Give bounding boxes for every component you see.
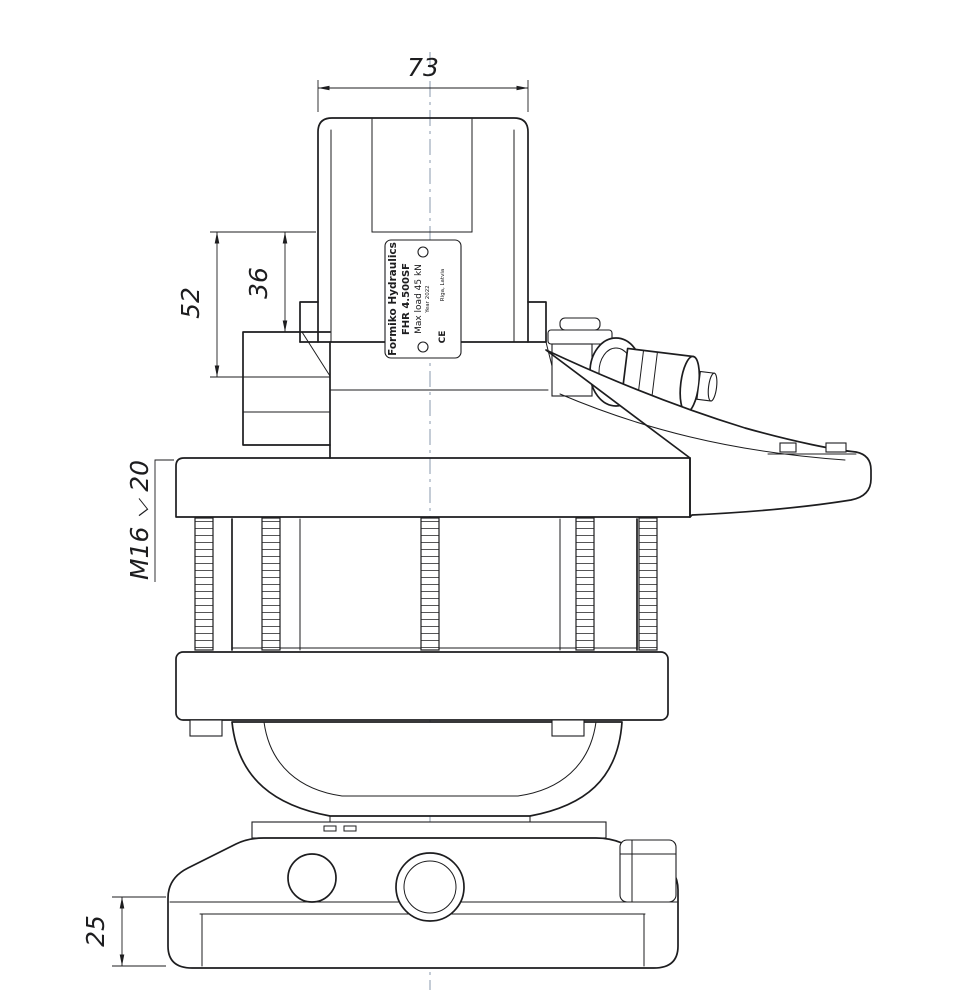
nameplate-model: FHR 4.500SF (401, 263, 412, 335)
threaded-studs (194, 517, 658, 651)
dim-left-inner-label: 36 (244, 267, 273, 299)
nameplate-year: Year 2022 (425, 285, 431, 313)
rotator-barrel (194, 517, 658, 651)
ce-mark: CE (438, 331, 448, 344)
nameplate-screw-bottom (417, 341, 429, 353)
nameplate-screw-top (417, 246, 429, 258)
nameplate-max-load: Max load 45 kN (414, 264, 424, 334)
dim-top-width: 73 (317, 53, 529, 112)
rotator-body: Formiko Hydraulics FHR 4.500SF Max load … (167, 117, 872, 969)
nameplate-address: Riga, Latvia (440, 269, 446, 301)
link-arm (545, 349, 872, 518)
lower-housing (189, 719, 623, 823)
dim-base-height-label: 25 (81, 915, 110, 947)
dimension-annotations: 73 52 36 M16 ⌵ 20 25 (81, 53, 529, 967)
dim-base-height: 25 (81, 896, 166, 967)
nameplate-brand: Formiko Hydraulics (387, 242, 399, 356)
dim-top-width-label: 73 (407, 53, 439, 82)
base-right-fitting (619, 839, 677, 903)
nameplate: Formiko Hydraulics FHR 4.500SF Max load … (384, 239, 462, 359)
left-port-block (242, 331, 331, 459)
dim-left-inner: 36 (244, 232, 310, 333)
base-hole-left (287, 853, 337, 903)
thread-callout-label: M16 ⌵ 20 (125, 460, 154, 580)
dim-left-outer: 52 (176, 231, 330, 378)
base-hole-center (395, 852, 465, 922)
base-plate (167, 821, 679, 969)
dim-left-outer-label: 52 (176, 287, 205, 319)
base-hole-center-inner (403, 860, 457, 914)
thread-callout: M16 ⌵ 20 (125, 459, 174, 582)
lower-flange (175, 651, 669, 721)
upper-flange (175, 457, 691, 518)
